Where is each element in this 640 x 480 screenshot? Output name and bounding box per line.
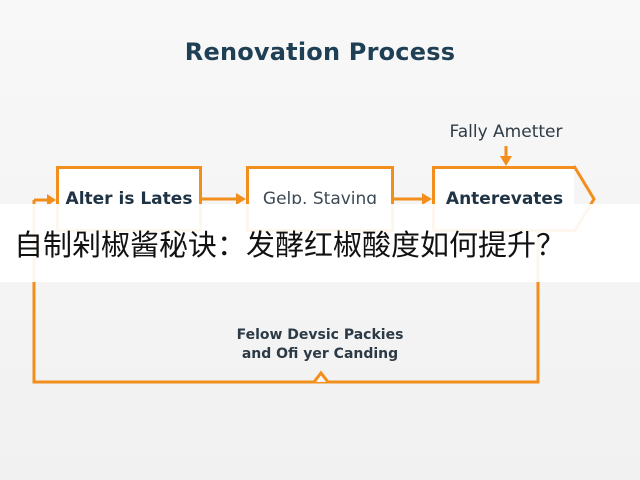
arrowhead-step3 <box>422 193 432 205</box>
arrowhead-step2 <box>236 193 246 205</box>
loop-notch <box>312 370 330 383</box>
feedback-loop <box>32 200 540 384</box>
loop-label-line-2: and Ofi yer Canding <box>241 346 399 362</box>
diagram-title: Renovation Process <box>184 38 456 66</box>
loop-label-line-1: Felow Devsic Packies <box>236 327 404 343</box>
annotation-arrowhead <box>500 156 512 166</box>
overlay-headline: 自制剁椒酱秘诀：发酵红椒酸度如何提升？ <box>14 228 566 262</box>
loop-label: Felow Devsic Packies and Ofi yer Canding <box>170 326 470 364</box>
annotation-label: Fally Ametter <box>449 122 563 142</box>
entry-arrowhead <box>47 194 56 206</box>
overlay-headline-banner: 自制剁椒酱秘诀：发酵红椒酸度如何提升？ <box>0 204 640 282</box>
